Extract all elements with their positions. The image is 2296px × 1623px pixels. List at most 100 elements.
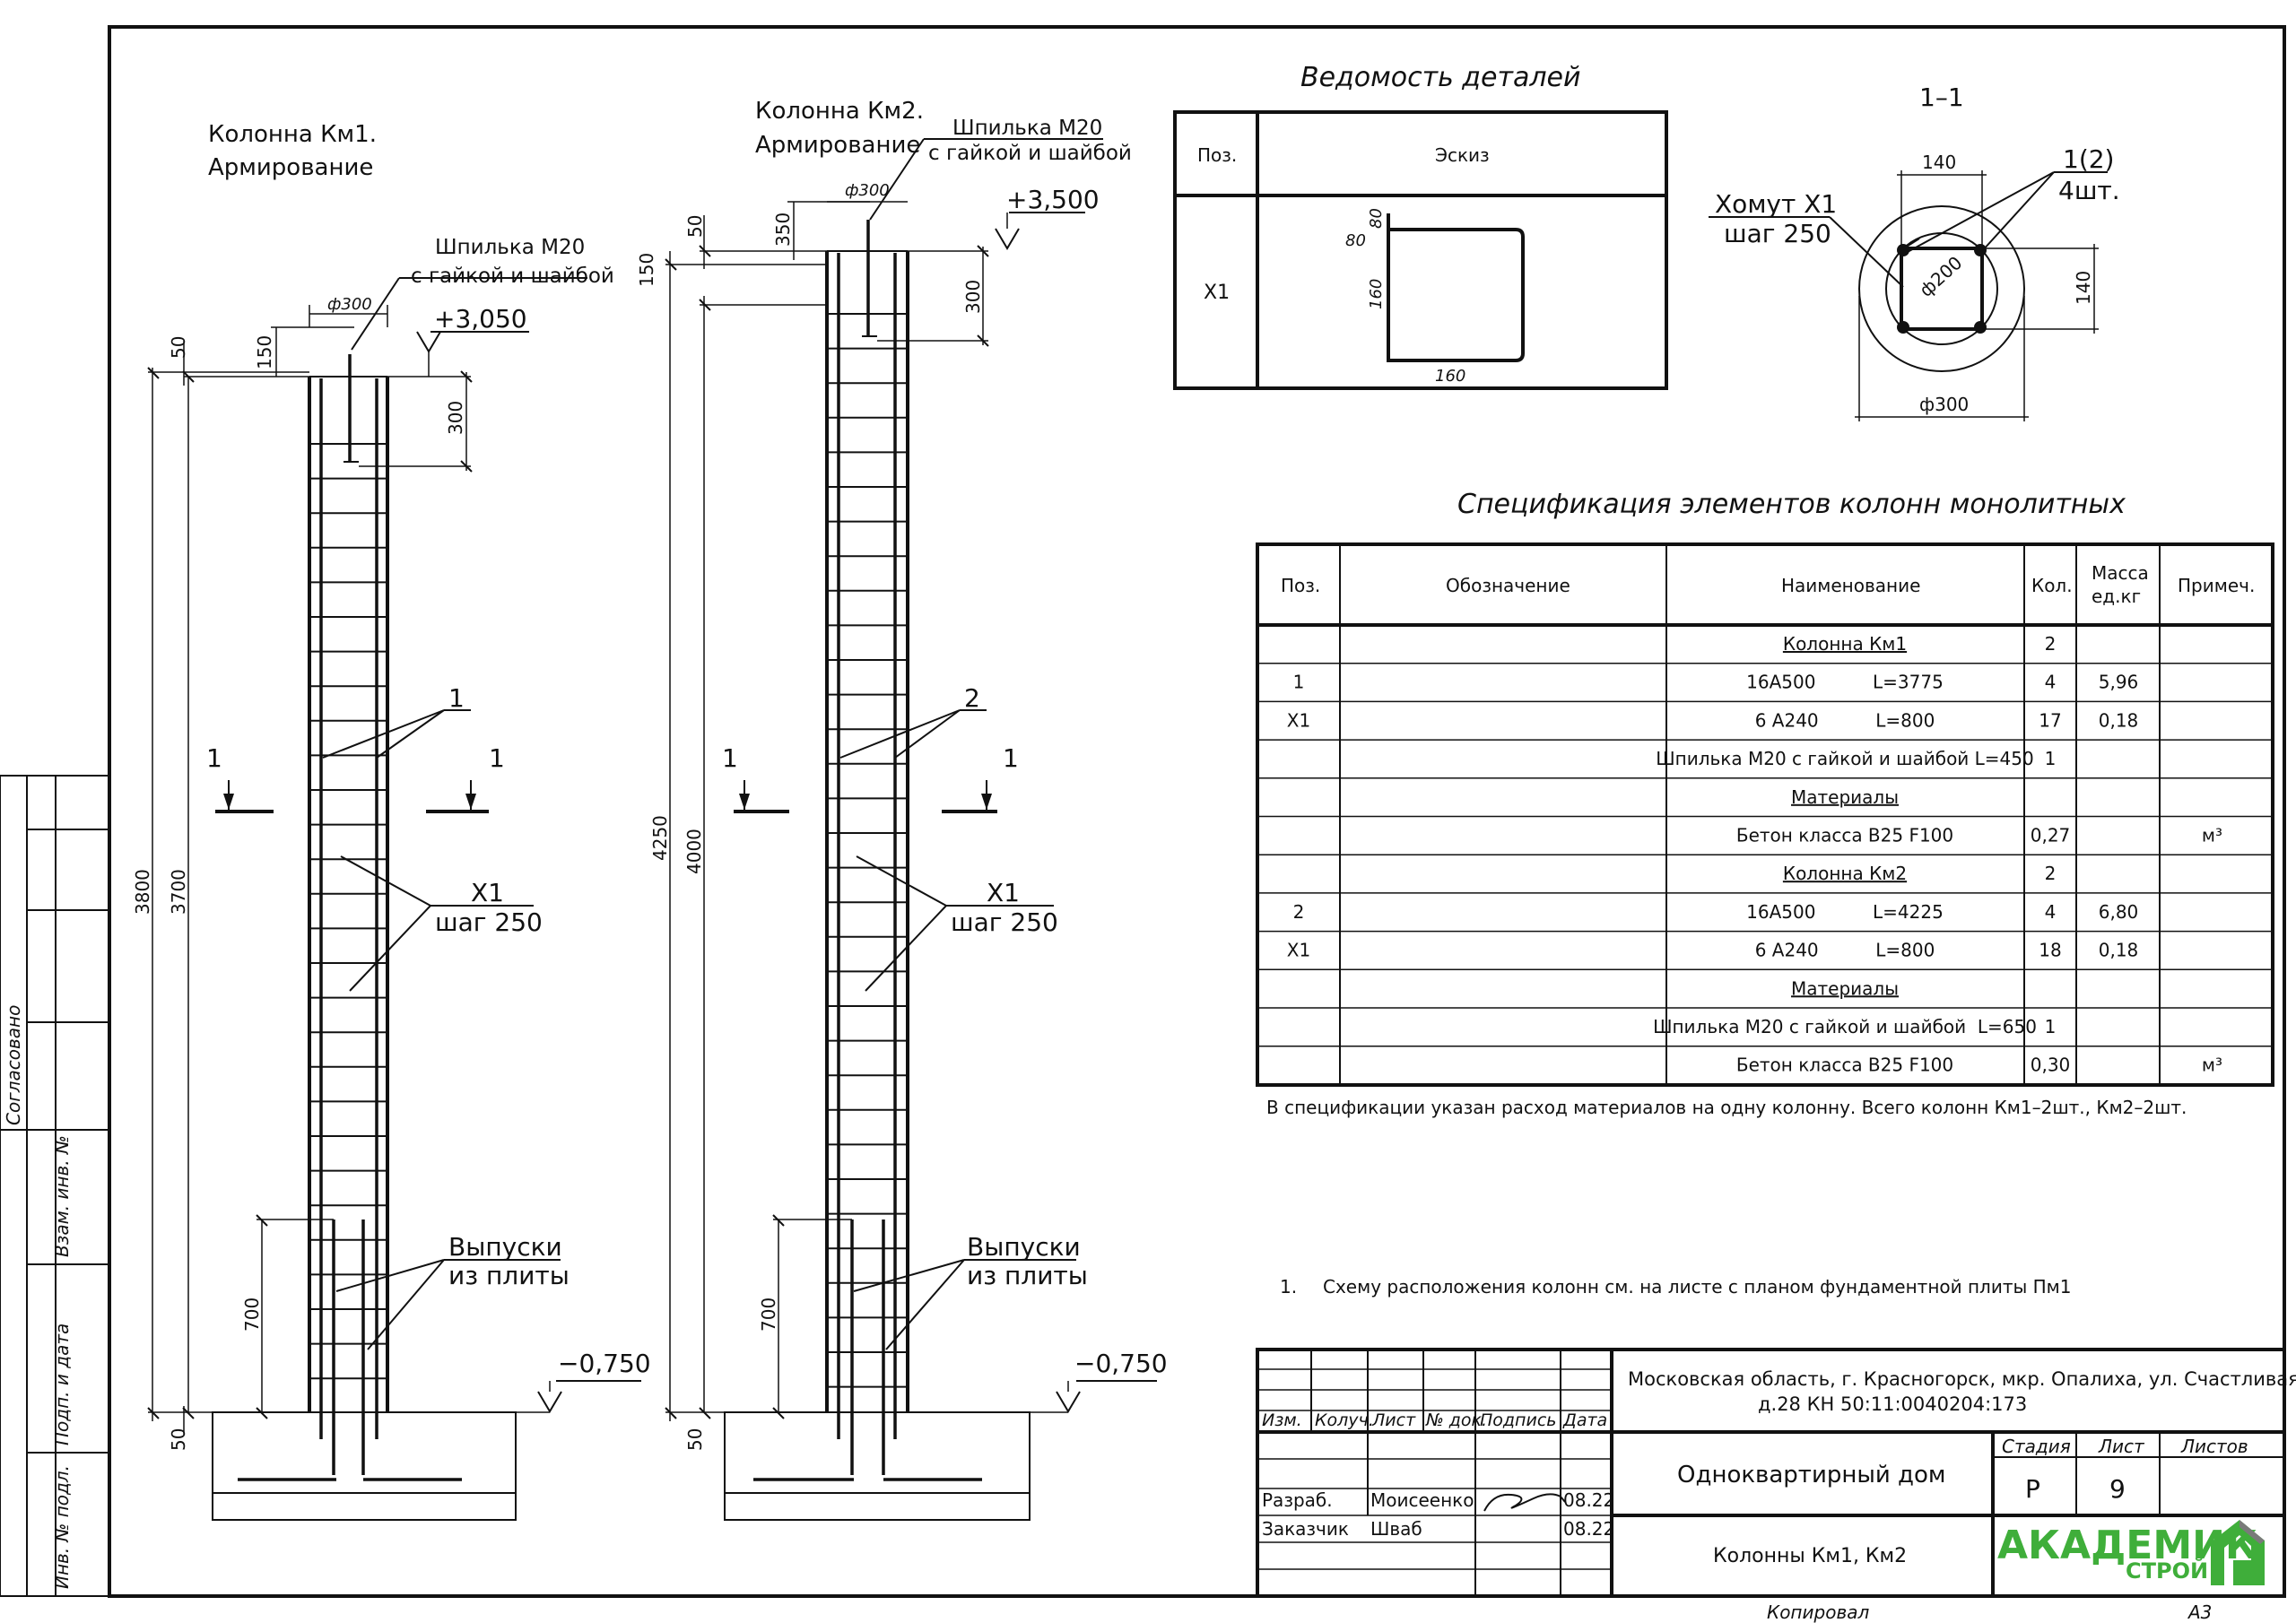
spec-cell-name: Колонна Км2 <box>1783 863 1907 884</box>
spec-cell-name: Шпилька М20 с гайкой и шайбой L=650 <box>1653 1016 2037 1037</box>
col2-stud-line1: Шпилька М20 <box>952 117 1102 140</box>
section-1-1: 1–1 140 140 ф300 ф200 1(2) 4шт. Хомут <box>1709 82 2120 421</box>
col2-dim-50-bot: 50 <box>684 1428 706 1451</box>
col2-x1-line1: Х1 <box>987 878 1020 907</box>
spec-cell-name: Колонна Км1 <box>1783 633 1907 655</box>
col2-d300: ф300 <box>845 181 890 200</box>
col1-stirrups <box>309 443 387 1380</box>
col2-title-line2: Армирование <box>755 132 920 159</box>
section-title: 1–1 <box>1919 82 1964 112</box>
spec-cell-mass: 6,80 <box>2099 901 2139 923</box>
details-dim-160-h: 160 <box>1435 367 1465 386</box>
section-bar-label-2: 4шт. <box>2058 176 2120 205</box>
tb-date-developer: 08.22 <box>1563 1489 1614 1511</box>
section-d300: ф300 <box>1919 394 1969 415</box>
spec-cell-qty: 2 <box>2045 863 2057 884</box>
title-block: Изм. Колуч. Лист № док. Подпись Дата Раз… <box>1256 1348 2296 1623</box>
col2-dim-700: 700 <box>758 1298 779 1332</box>
tb-header-list: Лист <box>1371 1410 1416 1430</box>
col2-dim-300: 300 <box>962 280 984 314</box>
section-dim-140-top: 140 <box>1922 152 1956 173</box>
col1-dim-3800: 3800 <box>132 869 153 915</box>
spec-cell-name: Материалы <box>1791 977 1899 999</box>
col1-elev-bot: −0,750 <box>558 1349 651 1378</box>
logo-text-2: СТРОЙ <box>2126 1558 2208 1584</box>
tb-address-line1: Московская область, г. Красногорск, мкр.… <box>1628 1368 2296 1390</box>
spec-row: Бетон класса В25 F100 0,27 м³ <box>1736 825 2222 846</box>
tb-sheet-value: 9 <box>2109 1474 2126 1504</box>
spec-row: Материалы <box>1791 977 1899 999</box>
col1-dim-700: 700 <box>241 1298 263 1332</box>
col2-stirrups <box>827 313 908 1388</box>
col1-dim-150: 150 <box>254 335 275 369</box>
spec-cell-mass: 0,18 <box>2099 709 2139 731</box>
spec-cell-pos: 1 <box>1293 672 1305 693</box>
col1-bar-label: 1 <box>448 683 465 713</box>
tb-header-ndok: № док. <box>1425 1410 1487 1430</box>
spec-cell-mass: 5,96 <box>2099 672 2139 693</box>
col1-outlets-line1: Выпуски <box>448 1232 562 1262</box>
col2-outlets-line2: из плиты <box>967 1261 1088 1290</box>
spec-cell-qty: 17 <box>2039 709 2061 731</box>
spec-cell-note: м³ <box>2202 1055 2222 1076</box>
spec-title: Спецификация элементов колонн монолитных <box>1457 489 2126 520</box>
spec-cell-name: Материалы <box>1791 786 1899 808</box>
sheet-frame <box>0 25 2286 1598</box>
col1-dim-50-bot: 50 <box>168 1428 189 1451</box>
spec-row: Материалы <box>1791 786 1899 808</box>
spec-row: Колонна Км2 2 <box>1783 863 2056 884</box>
col1-x1-line2: шаг 250 <box>435 907 543 937</box>
column-km2-drawing: Колонна Км2. Армирование 4250 4000 150 5… <box>636 98 1168 1521</box>
col1-outlets-line2: из плиты <box>448 1261 570 1290</box>
col1-section-right: 1 <box>489 743 505 773</box>
details-title: Ведомость деталей <box>1300 62 1581 93</box>
details-dim-160-v: 160 <box>1367 279 1386 309</box>
tb-stadia-value: Р <box>2025 1474 2040 1504</box>
spec-footnote: В спецификации указан расход материалов … <box>1266 1097 2187 1118</box>
spec-cell-qty: 0,30 <box>2031 1055 2071 1076</box>
spec-cell-name: Шпилька М20 с гайкой и шайбой L=450 <box>1656 748 2033 769</box>
section-dim-140-side: 140 <box>2073 271 2094 305</box>
col2-dim-150: 150 <box>636 253 657 287</box>
spec-cell-pos: Х1 <box>1287 940 1310 961</box>
col1-stud-line2: с гайкой и шайбой <box>411 265 614 288</box>
spec-cell-mass: 0,18 <box>2099 940 2139 961</box>
tb-header-koluch: Колуч. <box>1315 1410 1374 1430</box>
tb-sheet-title: Колонны Км1, Км2 <box>1713 1545 1907 1567</box>
details-table: Ведомость деталей Поз. Эскиз Х1 80 80 16… <box>1173 62 1668 390</box>
col2-title-line1: Колонна Км2. <box>755 98 924 125</box>
col2-dim-4250: 4250 <box>649 815 671 861</box>
spec-cell-qty: 0,27 <box>2031 825 2071 846</box>
tb-signature <box>1483 1493 1566 1512</box>
section-tie-line1: Хомут Х1 <box>1715 189 1837 219</box>
spec-cell-pos: Х1 <box>1287 709 1310 731</box>
col2-stud-line2: с гайкой и шайбой <box>928 142 1132 165</box>
section-d200: ф200 <box>1915 252 1966 301</box>
spec-cell-qty: 4 <box>2045 672 2057 693</box>
col1-section-left: 1 <box>206 743 222 773</box>
spec-cell-name: 6 А240 L=800 <box>1755 709 1935 731</box>
spec-cell-name: 6 А240 L=800 <box>1755 940 1935 961</box>
spec-header-mass-2: ед.кг <box>2092 586 2141 607</box>
col2-elev-bot: −0,750 <box>1074 1349 1168 1378</box>
spec-cell-note: м³ <box>2202 825 2222 846</box>
spec-header-designation: Обозначение <box>1446 575 1570 596</box>
details-header-pos: Поз. <box>1197 144 1237 166</box>
spec-cell-name: Бетон класса В25 F100 <box>1736 825 1953 846</box>
col1-title-line2: Армирование <box>208 154 373 181</box>
col2-x1-line2: шаг 250 <box>951 907 1058 937</box>
note-text: Схему расположения колонн см. на листе с… <box>1323 1276 2072 1298</box>
spec-cell-name: 16А500 L=4225 <box>1746 901 1944 923</box>
tb-format: А3 <box>2187 1601 2212 1623</box>
column-km1-drawing: Колонна Км1. Армирование 3800 <box>132 121 651 1521</box>
details-dim-80-v: 80 <box>1367 208 1386 229</box>
tb-header-sheet: Лист <box>2098 1436 2145 1457</box>
spec-header-qty: Кол. <box>2031 575 2073 596</box>
